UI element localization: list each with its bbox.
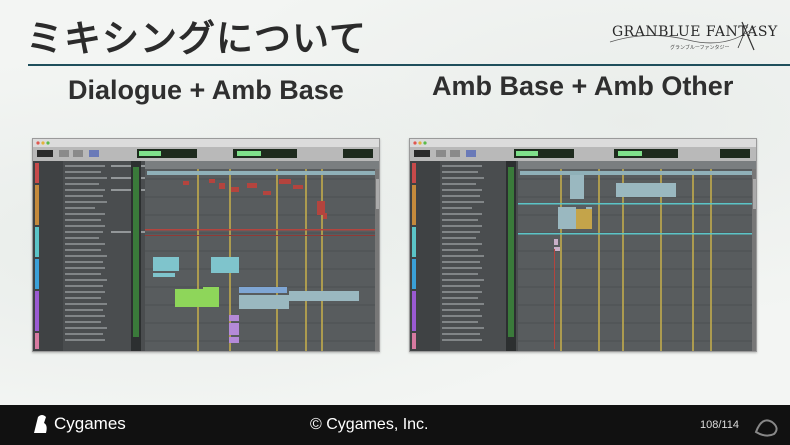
logo-wordmark: GRANBLUE FANTASY xyxy=(612,24,778,40)
left-daw-screenshot xyxy=(32,138,380,352)
copyright-text: © Cygames, Inc. xyxy=(310,416,429,433)
title-divider xyxy=(28,64,790,66)
cygames-mark-icon xyxy=(34,415,47,433)
right-daw-session-image xyxy=(410,139,756,351)
page-number: 108/114 xyxy=(700,419,739,431)
right-column-heading: Amb Base + Amb Other xyxy=(432,71,734,101)
cygames-logo: Cygames xyxy=(30,413,126,435)
watermark-logo-icon xyxy=(754,419,778,437)
footer-bar: Cygames © Cygames, Inc. 108/114 xyxy=(0,405,790,445)
footer-brand-text: Cygames xyxy=(54,414,126,433)
logo-subtitle: グランブルーファンタジー xyxy=(670,45,730,51)
slide-title: ミキシングについて xyxy=(26,17,367,60)
granblue-fantasy-logo: GRANBLUE FANTASY グランブルーファンタジー xyxy=(608,20,777,54)
right-daw-screenshot xyxy=(409,138,757,352)
left-daw-session-image xyxy=(33,139,379,351)
logo-swoosh-icon xyxy=(609,21,757,51)
left-column-heading: Dialogue + Amb Base xyxy=(68,75,344,105)
